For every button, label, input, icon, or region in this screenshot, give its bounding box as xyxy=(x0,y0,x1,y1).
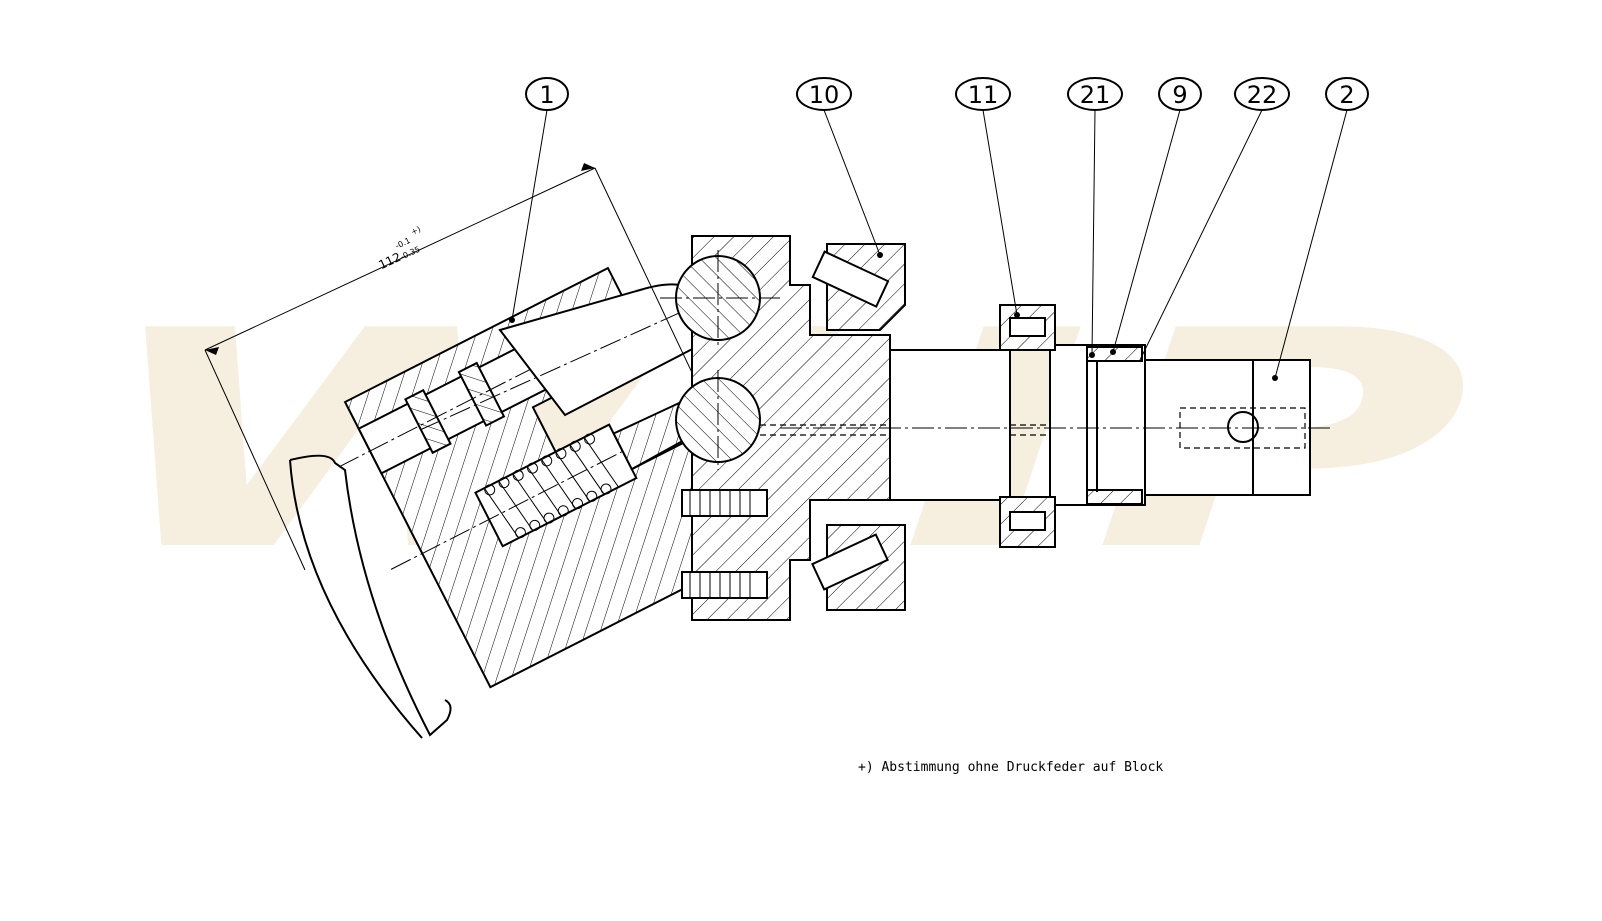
svg-text:9: 9 xyxy=(1172,81,1187,109)
tapered-bearing xyxy=(811,243,906,611)
svg-text:1: 1 xyxy=(539,81,554,109)
swash-plate-face xyxy=(289,454,452,737)
balloon-leaders xyxy=(509,109,1348,381)
footnote: +) Abstimmung ohne Druckfeder auf Block xyxy=(858,760,1163,775)
svg-text:22: 22 xyxy=(1247,81,1278,109)
svg-text:2: 2 xyxy=(1339,81,1354,109)
balloon-1: 1 xyxy=(525,77,569,111)
svg-text:21: 21 xyxy=(1080,81,1111,109)
balloon-9: 9 xyxy=(1158,77,1202,111)
balloon-21: 21 xyxy=(1067,77,1123,111)
cross-hole xyxy=(1227,411,1259,443)
balloon-2: 2 xyxy=(1325,77,1369,111)
cylinder-block-assembly: 112 -0.1 -0.35 +) xyxy=(204,163,756,739)
balloon-10: 10 xyxy=(796,77,852,111)
svg-text:10: 10 xyxy=(809,81,840,109)
drive-shaft xyxy=(780,304,1330,548)
balloon-11: 11 xyxy=(955,77,1011,111)
balloon-22: 22 xyxy=(1234,77,1290,111)
shaft-body xyxy=(889,349,1011,501)
svg-text:11: 11 xyxy=(968,81,999,109)
svg-text:+): +) xyxy=(410,225,423,237)
